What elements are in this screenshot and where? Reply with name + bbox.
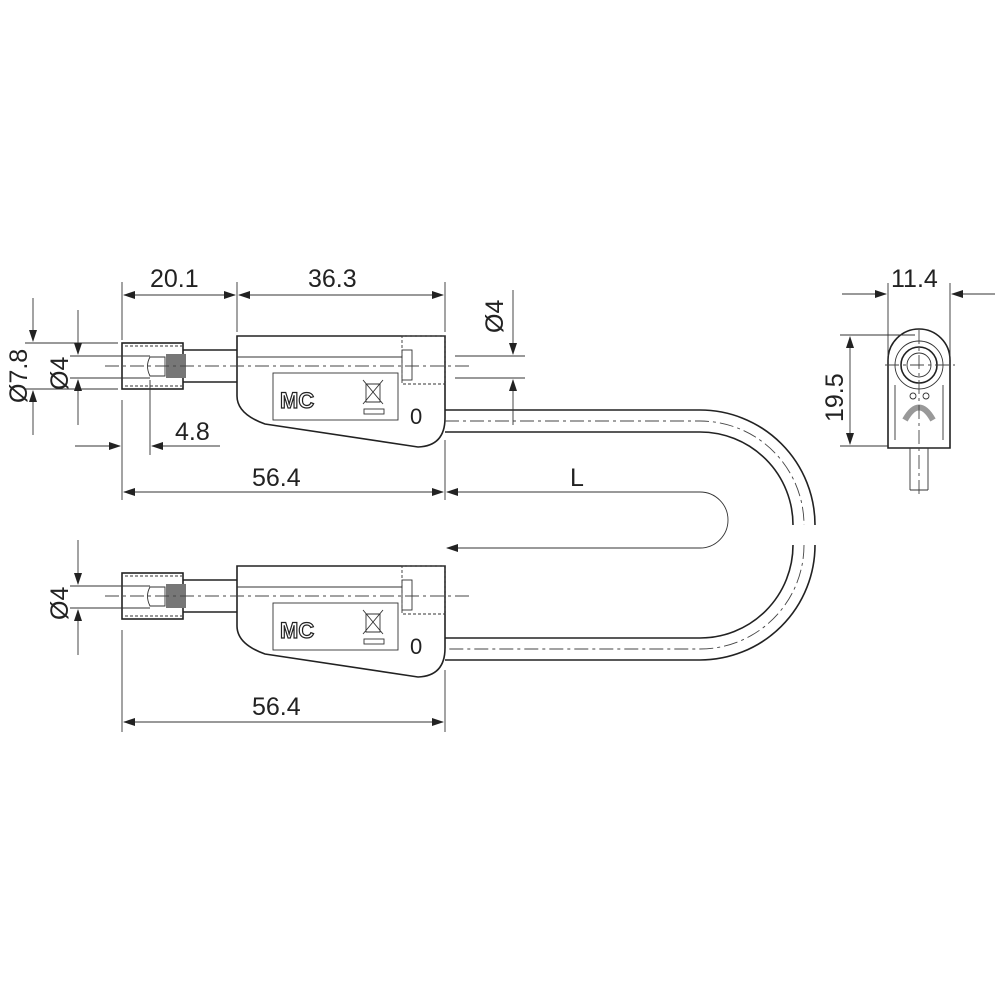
dim-total-length-bottom: 56.4 <box>252 693 301 721</box>
dim-side-width: 11.4 <box>891 265 938 293</box>
dim-side-height: 19.5 <box>821 373 849 422</box>
dim-outer-diameter: Ø7.8 <box>5 349 33 403</box>
dim-tip-length: 20.1 <box>150 265 199 293</box>
bottom-connector <box>104 565 471 678</box>
side-view <box>885 328 955 495</box>
top-connector <box>104 335 471 448</box>
dim-pin-diameter-top: Ø4 <box>46 357 74 390</box>
dim-offset: 4.8 <box>175 418 210 446</box>
dim-cable-length: L <box>570 464 584 492</box>
dim-pin-diameter-bottom: Ø4 <box>46 587 74 620</box>
dim-socket-diameter: Ø4 <box>481 300 509 333</box>
dim-body-length: 36.3 <box>308 265 357 293</box>
dim-total-length-top: 56.4 <box>252 464 301 492</box>
cable <box>445 409 816 661</box>
